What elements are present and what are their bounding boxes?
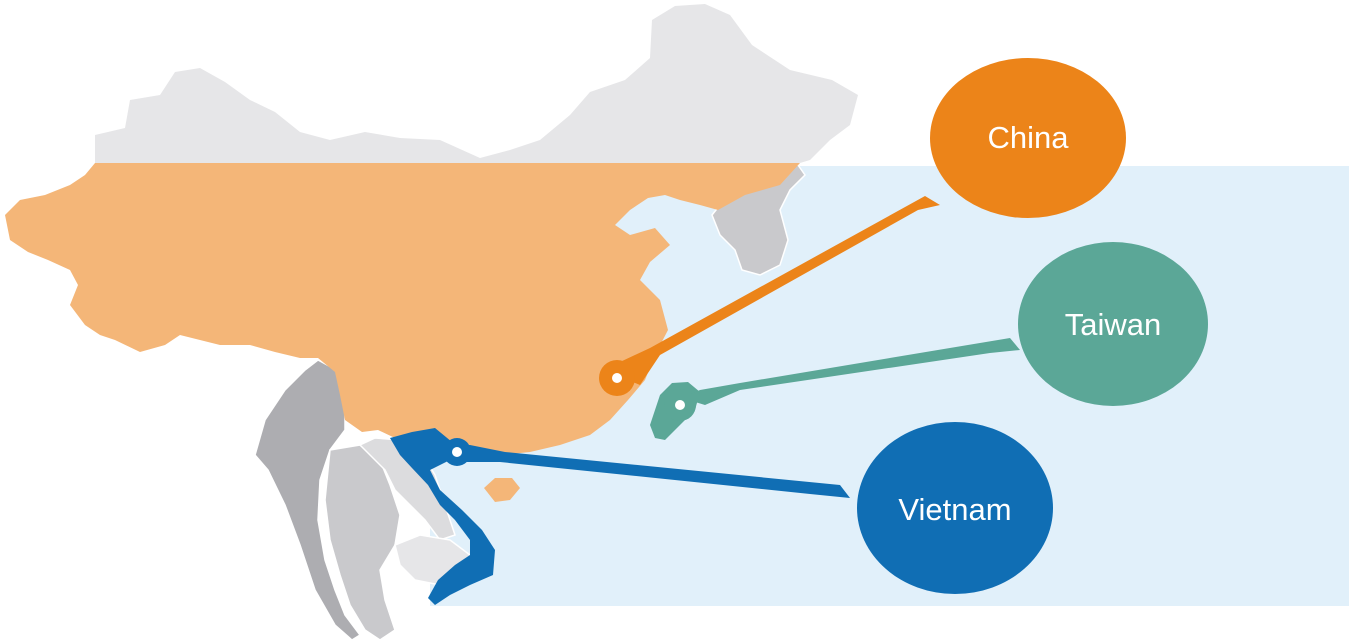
- vietnam-region: [390, 428, 495, 605]
- taiwan-label: Taiwan: [1065, 307, 1162, 342]
- china-location-dot: [612, 373, 622, 383]
- china-callout-shape: [604, 196, 940, 385]
- thailand-region: [324, 444, 401, 640]
- mongolia-region: [95, 4, 858, 163]
- china-callout-bubble: [930, 58, 1126, 218]
- vietnam-label: Vietnam: [898, 492, 1011, 527]
- vietnam-callout-bubble: [857, 422, 1053, 594]
- vietnam-location-dot: [452, 447, 462, 457]
- vietnam-callout: Vietnam: [443, 422, 1053, 594]
- myanmar-region: [254, 359, 362, 640]
- taiwan-location-dot: [675, 400, 685, 410]
- hainan-island: [484, 478, 520, 502]
- taiwan-callout-bubble: [1018, 242, 1208, 406]
- taiwan-callout: Taiwan: [664, 242, 1208, 421]
- taiwan-callout-shape: [682, 338, 1020, 405]
- vietnam-callout-shape: [450, 445, 850, 498]
- china-label: China: [988, 120, 1070, 155]
- china-callout: China: [599, 58, 1126, 396]
